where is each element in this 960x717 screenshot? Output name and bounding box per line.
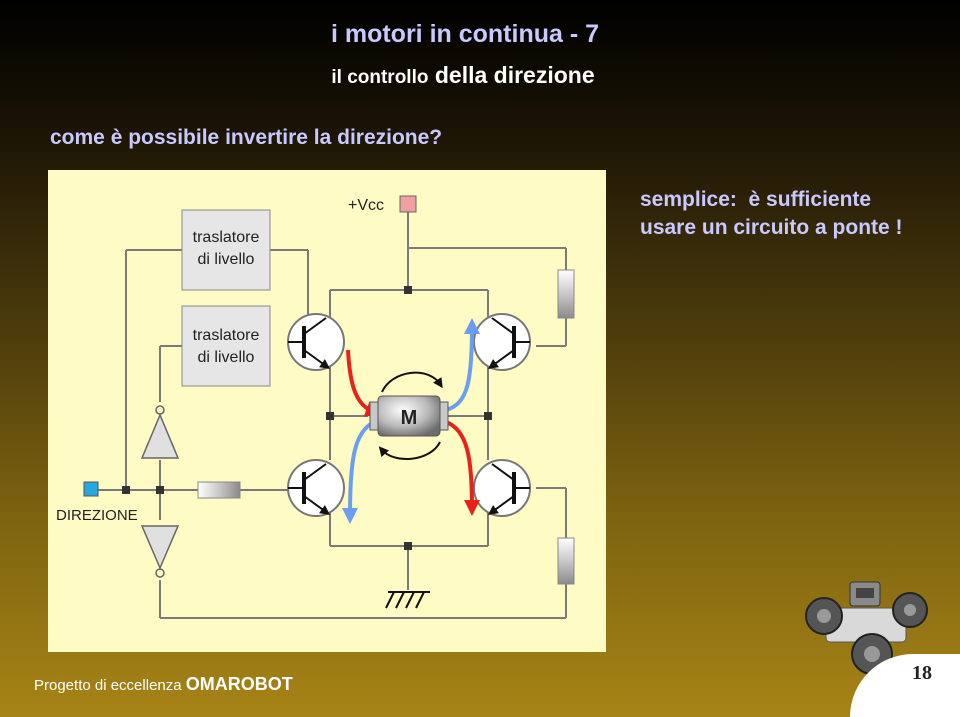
translator-2-line1: traslatore	[193, 327, 260, 344]
answer-text: semplice: è sufficiente usare un circuit…	[640, 186, 903, 242]
footer-brand: OMAROBOT	[185, 674, 293, 694]
circuit-wires	[96, 212, 567, 619]
subtitle-part2: della direzione	[434, 62, 595, 88]
vcc-label: +Vcc	[348, 197, 384, 214]
answer-line-2: usare un circuito a ponte !	[640, 216, 903, 239]
current-arrow-red-bottom	[445, 420, 480, 516]
slide-subtitle: il controllo della direzione	[0, 62, 926, 89]
junction-dots	[122, 286, 492, 550]
direction-terminal	[83, 481, 99, 497]
diagram-background	[48, 170, 606, 652]
h-bridge-diagram: +Vcc traslatore di livello traslatore di…	[48, 170, 606, 652]
inverter-bottom	[140, 525, 180, 578]
resistor-bottom-right	[557, 537, 575, 585]
motor-label: M	[401, 407, 418, 429]
transistor-bottom-right	[473, 459, 531, 517]
rotation-arrow-top	[381, 371, 443, 393]
translator-1-line2: di livello	[198, 251, 255, 268]
resistor-horizontal	[197, 481, 241, 499]
level-translator-2: traslatore di livello	[181, 305, 271, 387]
direction-label: DIREZIONE	[56, 507, 138, 524]
current-arrow-blue-bottom	[342, 420, 376, 524]
slide-title: i motori in continua - 7	[330, 20, 600, 48]
inverter-top	[140, 405, 180, 459]
vcc-terminal	[399, 195, 417, 213]
page-number: 18	[912, 662, 932, 684]
motor: M	[369, 395, 449, 437]
transistor-bottom-left	[287, 459, 345, 517]
footer-prefix: Progetto di eccellenza	[34, 677, 182, 694]
answer-line-1: semplice: è sufficiente	[640, 188, 872, 211]
translator-2-line2: di livello	[198, 349, 255, 366]
level-translator-1: traslatore di livello	[181, 209, 271, 291]
resistor-top-right	[557, 269, 575, 319]
subtitle-part1: il controllo	[331, 67, 429, 88]
footer: Progetto di eccellenza OMAROBOT	[34, 674, 293, 695]
transistor-top-left	[287, 313, 345, 371]
transistor-top-right	[473, 313, 531, 371]
rotation-arrow-bottom	[378, 441, 441, 461]
question-text: come è possibile invertire la direzione?	[50, 126, 443, 149]
translator-1-line1: traslatore	[193, 229, 260, 246]
current-arrow-blue-top	[445, 318, 480, 412]
ground-symbol	[385, 591, 430, 609]
